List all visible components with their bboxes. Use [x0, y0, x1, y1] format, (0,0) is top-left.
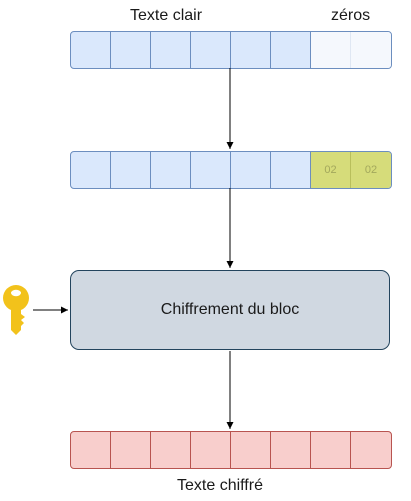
- plaintext-byte: [111, 32, 151, 68]
- plaintext-byte: [191, 32, 231, 68]
- padding-byte: 02: [311, 152, 351, 188]
- block-cipher-box: Chiffrement du bloc: [70, 270, 390, 350]
- zeros-label: zéros: [331, 7, 371, 24]
- ciphertext-byte: [231, 432, 271, 468]
- ciphertext-byte: [71, 432, 111, 468]
- key-icon: [3, 285, 29, 335]
- ciphertext-label: Texte chiffré: [177, 477, 263, 494]
- ciphertext-byte: [111, 432, 151, 468]
- ciphertext-byte: [191, 432, 231, 468]
- ciphertext-block-row: [70, 431, 392, 469]
- plaintext-byte: [231, 32, 271, 68]
- plaintext-byte: [271, 152, 311, 188]
- zero-byte: [311, 32, 351, 68]
- plaintext-byte: [151, 32, 191, 68]
- ciphertext-byte: [271, 432, 311, 468]
- plaintext-label: Texte clair: [130, 7, 203, 24]
- plaintext-block-row: [70, 31, 392, 69]
- plaintext-byte: [71, 32, 111, 68]
- padded-block-row: 02 02: [70, 151, 392, 189]
- plaintext-byte: [71, 152, 111, 188]
- ciphertext-byte: [151, 432, 191, 468]
- plaintext-byte: [191, 152, 231, 188]
- padding-byte: 02: [351, 152, 391, 188]
- ciphertext-byte: [311, 432, 351, 468]
- plaintext-byte: [231, 152, 271, 188]
- zero-byte: [351, 32, 391, 68]
- plaintext-byte: [151, 152, 191, 188]
- block-cipher-label: Chiffrement du bloc: [160, 301, 300, 318]
- plaintext-byte: [271, 32, 311, 68]
- plaintext-byte: [111, 152, 151, 188]
